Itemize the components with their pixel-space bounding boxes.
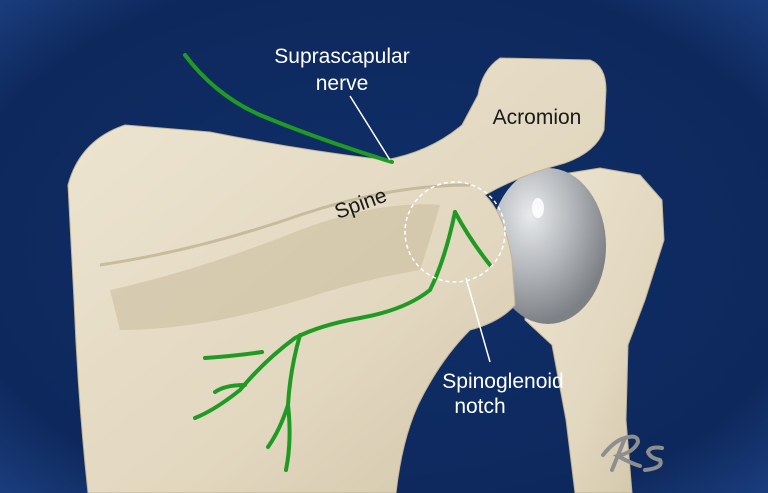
label-suprascapular: Suprascapular (274, 45, 409, 68)
humeral-head (490, 168, 606, 324)
nerve-notch-segment (453, 210, 492, 267)
humeral-head-highlight (532, 198, 544, 218)
scapula-shadow (110, 204, 440, 330)
scapular-spine-ridge (99, 183, 471, 267)
label-nerve: nerve (316, 72, 369, 95)
label-spinoglenoid: Spinoglenoid (442, 370, 563, 393)
label-acromion: Acromion (493, 106, 582, 129)
notch-leader-line (465, 277, 491, 363)
nerve-upper-segment (183, 53, 394, 164)
nerve-branch-3 (203, 350, 264, 360)
nerve-branch-4 (213, 383, 247, 394)
nerve-leader-line (349, 95, 391, 161)
spinoglenoid-notch-highlight (404, 181, 506, 283)
artist-signature-logo (601, 434, 664, 472)
label-notch: notch (454, 395, 505, 418)
nerve-branch-2 (284, 403, 292, 472)
